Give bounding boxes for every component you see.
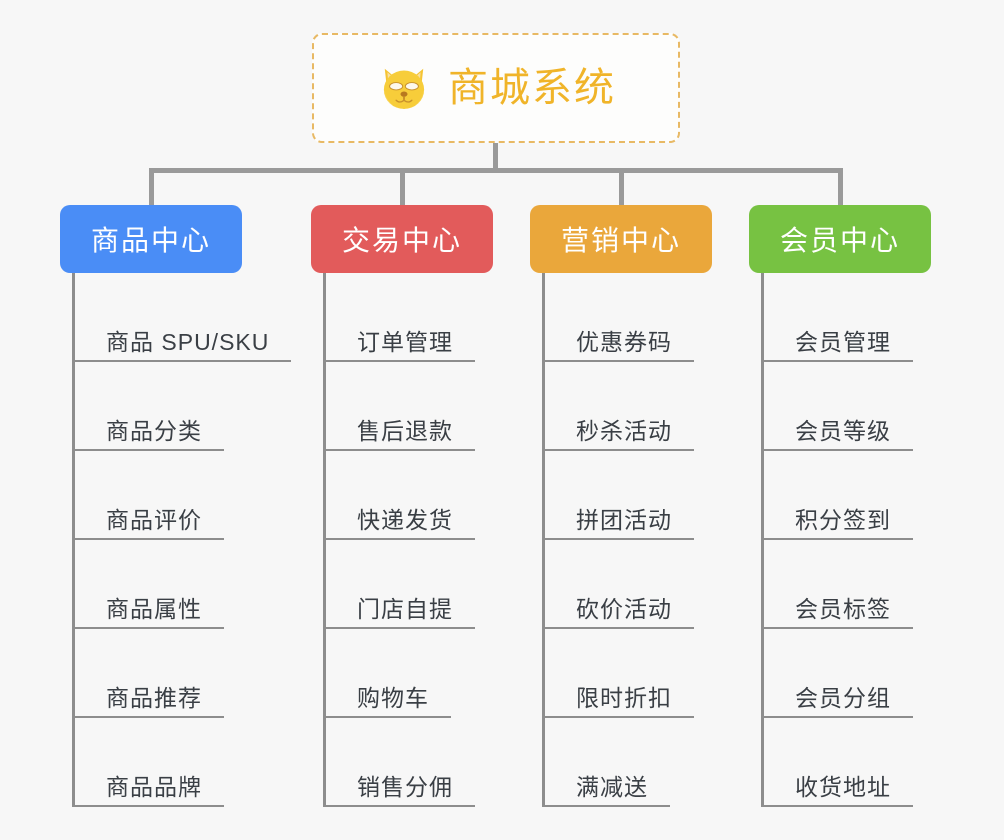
leaf-label: 收货地址: [795, 773, 891, 800]
leaf-label: 订单管理: [357, 328, 453, 355]
connector-drop-1: [149, 168, 154, 205]
root-title: 商城系统: [448, 66, 616, 110]
root-node-shop-system[interactable]: 商城系统: [312, 33, 680, 143]
category-column-3: 营销中心 优惠券码 秒杀活动 拼团活动 砍价活动 限时折扣 满减送: [530, 205, 712, 807]
leaf-label: 积分签到: [795, 506, 891, 533]
column-spine-4: [761, 273, 764, 807]
category-header-3[interactable]: 营销中心: [530, 205, 712, 273]
category-title-1: 商品中心: [90, 225, 211, 256]
category-header-2[interactable]: 交易中心: [311, 205, 493, 273]
leaf-label: 购物车: [357, 684, 429, 711]
category-column-4: 会员中心 会员管理 会员等级 积分签到 会员标签 会员分组 收货地址: [749, 205, 931, 807]
leaf-label: 商品品牌: [106, 773, 202, 800]
leaf-label: 销售分佣: [357, 773, 453, 800]
column-spine-2: [323, 273, 326, 807]
category-column-2: 交易中心 订单管理 售后退款 快递发货 门店自提 购物车 销售分佣: [311, 205, 493, 807]
leaf-label: 限时折扣: [576, 684, 672, 711]
connector-drop-4: [838, 168, 843, 205]
category-title-3: 营销中心: [560, 225, 681, 256]
connector-drop-3: [619, 168, 624, 205]
leaf-label: 商品推荐: [106, 684, 202, 711]
leaf-label: 优惠券码: [576, 328, 672, 355]
category-header-1[interactable]: 商品中心: [60, 205, 242, 273]
category-title-4: 会员中心: [779, 225, 900, 256]
column-spine-3: [542, 273, 545, 807]
leaf-label: 商品分类: [106, 417, 202, 444]
leaf-label: 会员管理: [795, 328, 891, 355]
leaf-label: 会员标签: [795, 595, 891, 622]
category-column-1: 商品中心 商品 SPU/SKU 商品分类 商品评价 商品属性 商品推荐 商品品牌: [60, 205, 292, 807]
shiba-dog-face-icon: [383, 68, 425, 111]
connector-horizontal-bus: [149, 168, 843, 173]
leaf-label: 商品评价: [106, 506, 202, 533]
column-spine-1: [72, 273, 75, 807]
connector-root-stem: [493, 143, 498, 171]
leaf-label: 会员分组: [795, 684, 891, 711]
connector-drop-2: [400, 168, 405, 205]
category-header-4[interactable]: 会员中心: [749, 205, 931, 273]
leaf-label: 商品属性: [106, 595, 202, 622]
leaf-label: 拼团活动: [576, 506, 672, 533]
leaf-label: 售后退款: [357, 417, 453, 444]
category-title-2: 交易中心: [341, 225, 462, 256]
leaf-label: 会员等级: [795, 417, 891, 444]
leaf-label: 快递发货: [357, 506, 453, 533]
leaf-label: 秒杀活动: [576, 417, 672, 444]
leaf-label: 门店自提: [357, 595, 453, 622]
leaf-label: 满减送: [576, 773, 648, 800]
leaf-label: 砍价活动: [576, 595, 672, 622]
leaf-label: 商品 SPU/SKU: [106, 328, 270, 355]
